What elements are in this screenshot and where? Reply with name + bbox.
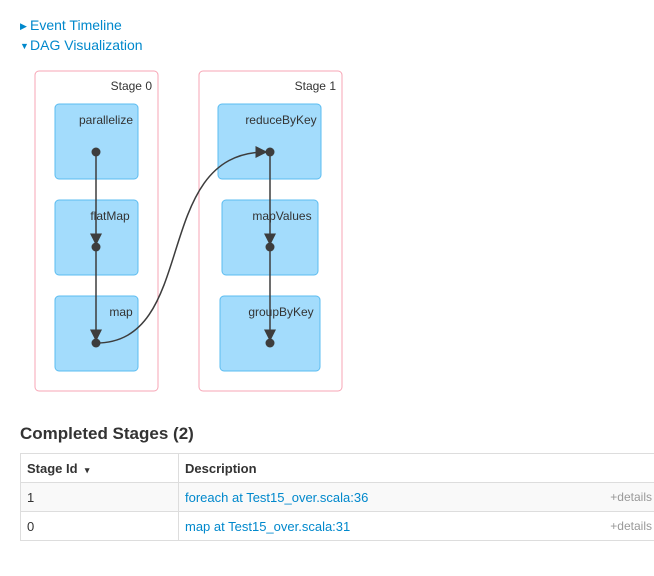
stage-id-cell: 0 (20, 511, 179, 541)
completed-stages-title: Completed Stages (2) (20, 424, 194, 443)
completed-stages-table: Stage Id ▾ Description 1 foreach at Test… (20, 453, 654, 541)
node-dot (91, 338, 101, 348)
node-label: flatMap (90, 209, 130, 223)
dag-visualization-label: DAG Visualization (30, 37, 143, 53)
node-label: mapValues (252, 209, 311, 223)
column-label: Stage Id (27, 460, 78, 476)
details-toggle[interactable]: +details (610, 518, 652, 533)
node-dot (91, 242, 101, 252)
table-row: 1 foreach at Test15_over.scala:36 +detail… (20, 482, 654, 512)
node-dot (265, 242, 275, 252)
details-toggle[interactable]: +details (610, 489, 652, 504)
dag-graph: Stage 0 Stage 1 parallelize flatMap map … (34, 70, 343, 392)
stage-description-link[interactable]: map at Test15_over.scala:31 (185, 518, 351, 534)
stage-id-cell: 1 (20, 482, 179, 512)
node-label: reduceByKey (245, 113, 316, 127)
column-stage-id[interactable]: Stage Id ▾ (20, 453, 179, 483)
dag-visualization-toggle[interactable]: ▼DAG Visualization (20, 37, 143, 53)
caret-down-icon: ▼ (20, 41, 29, 51)
node-label: map (109, 305, 133, 319)
column-description[interactable]: Description (178, 453, 654, 483)
stage-0-label: Stage 0 (111, 79, 153, 93)
edge (95, 146, 268, 344)
event-timeline-toggle[interactable]: ▶Event Timeline (20, 17, 122, 33)
caret-right-icon: ▶ (20, 21, 27, 31)
event-timeline-label: Event Timeline (30, 17, 122, 33)
node-dot (91, 147, 101, 157)
node-dot (265, 338, 275, 348)
node-label: parallelize (79, 113, 133, 127)
node-label: groupByKey (248, 305, 313, 319)
table-row: 0 map at Test15_over.scala:31 +details (20, 511, 654, 541)
stage-description-link[interactable]: foreach at Test15_over.scala:36 (185, 489, 369, 505)
stage-1-label: Stage 1 (295, 79, 337, 93)
node-dot (265, 147, 275, 157)
sort-desc-icon: ▾ (84, 464, 90, 475)
